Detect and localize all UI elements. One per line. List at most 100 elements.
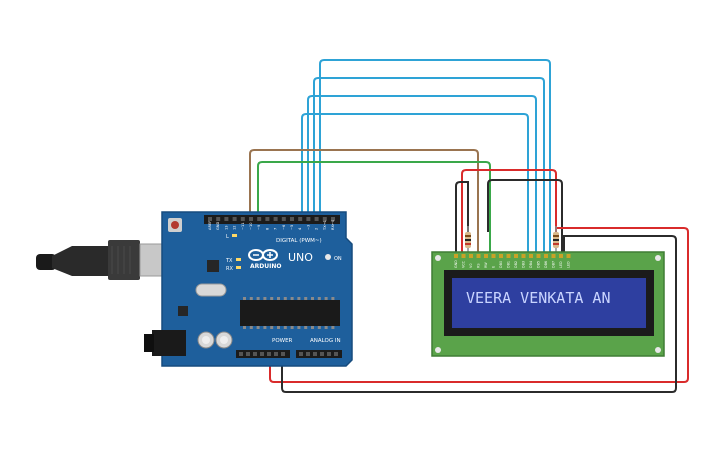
digital-pin-label: 12	[233, 225, 237, 230]
digital-pin[interactable]	[265, 217, 270, 221]
digital-pin[interactable]	[216, 217, 221, 221]
crystal-oscillator	[195, 283, 227, 297]
rx-led-label: RX	[226, 266, 233, 272]
power-pin[interactable]	[274, 352, 278, 356]
wire-blue-3	[313, 77, 545, 256]
chip-pin	[324, 297, 328, 300]
power-pin[interactable]	[260, 352, 264, 356]
lcd-pin[interactable]	[454, 254, 458, 258]
digital-pin-label: TX→1	[323, 220, 327, 231]
lcd-pin-label: DB3	[522, 261, 526, 268]
usb-cable	[36, 240, 171, 280]
power-pin[interactable]	[281, 352, 285, 356]
wire-blue-2	[307, 95, 537, 256]
analog-pin[interactable]	[299, 352, 303, 356]
lcd-pin[interactable]	[544, 254, 548, 258]
digital-pin[interactable]	[306, 217, 311, 221]
chip-pin	[243, 326, 246, 329]
digital-pin-label: ~5	[290, 225, 294, 230]
digital-pin[interactable]	[273, 217, 278, 221]
digital-pin[interactable]	[249, 217, 253, 221]
lcd-pin[interactable]	[551, 254, 556, 258]
power-pin[interactable]	[253, 352, 257, 356]
digital-pin[interactable]	[331, 217, 335, 221]
analog-label: ANALOG IN	[310, 338, 341, 344]
lcd-pin[interactable]	[461, 254, 466, 258]
wire-black-bottom	[281, 235, 677, 393]
digital-pin[interactable]	[281, 217, 286, 221]
digital-pin[interactable]	[322, 217, 327, 221]
lcd-pin[interactable]	[536, 254, 541, 258]
wire-red-bottom	[269, 227, 689, 383]
digital-pin-label: GND	[216, 222, 220, 230]
capacitors	[197, 331, 233, 349]
digital-pin-label: 13	[224, 225, 228, 230]
digital-pin[interactable]	[257, 217, 262, 221]
digital-pin[interactable]	[224, 217, 229, 221]
digital-pin-label: 4	[298, 227, 302, 230]
digital-header-label: DIGITAL (PWM~)	[276, 238, 322, 244]
chip-pin	[270, 326, 274, 329]
digital-header	[204, 215, 340, 224]
power-pin[interactable]	[246, 352, 250, 356]
chip-pin	[317, 326, 321, 329]
lcd-pin[interactable]	[521, 254, 526, 258]
lcd-pin[interactable]	[484, 254, 488, 258]
on-led-icon	[325, 254, 331, 260]
lcd-pin[interactable]	[506, 254, 511, 258]
chip-pin	[283, 297, 287, 300]
power-pin[interactable]	[267, 352, 271, 356]
chip-pin	[331, 297, 335, 300]
power-label: POWER	[272, 338, 293, 344]
arduino-logo	[248, 249, 278, 261]
power-pin[interactable]	[239, 352, 243, 356]
chip-pin	[324, 326, 328, 329]
digital-pin-label: ~9	[257, 224, 261, 230]
digital-pin[interactable]	[290, 217, 294, 221]
lcd-pin-label: VCC	[462, 260, 466, 268]
chip-pin	[311, 326, 314, 329]
chip-pin	[283, 326, 287, 329]
digital-pin-label: ~3	[306, 225, 310, 230]
usb-chip	[207, 260, 219, 272]
lcd-pin-label: DB2	[514, 261, 518, 268]
lcd-pin[interactable]	[476, 254, 481, 258]
digital-pin[interactable]	[314, 217, 319, 221]
lcd-pin-label: DB6	[544, 261, 548, 268]
digital-pin[interactable]	[232, 217, 237, 221]
digital-pin[interactable]	[208, 217, 212, 221]
lcd-pin[interactable]	[514, 254, 518, 258]
wire-green	[257, 161, 491, 256]
arduino-model: UNO	[288, 251, 313, 264]
analog-pin[interactable]	[327, 352, 331, 356]
analog-pin[interactable]	[306, 352, 310, 356]
lcd-pin[interactable]	[566, 254, 571, 258]
arduino-brand: ARDUINO	[250, 263, 281, 270]
lcd-pin-label: DB4	[529, 261, 533, 268]
analog-pin[interactable]	[320, 352, 324, 356]
lcd-pin[interactable]	[499, 254, 503, 258]
voltage-regulator	[178, 306, 188, 316]
digital-pin[interactable]	[298, 217, 303, 221]
digital-pin-label: 7	[274, 228, 278, 230]
digital-pin-label: ~11	[241, 222, 245, 230]
wire-blue-4	[319, 59, 551, 256]
lcd-pin[interactable]	[491, 254, 496, 258]
chip-pin	[290, 326, 294, 329]
lcd-pin-label: GND	[454, 260, 458, 268]
analog-pin[interactable]	[313, 352, 317, 356]
analog-pin[interactable]	[334, 352, 338, 356]
digital-pin-label: AREF	[208, 221, 212, 230]
lcd-pin[interactable]	[469, 254, 473, 258]
lcd-pin[interactable]	[529, 254, 533, 258]
digital-pin[interactable]	[240, 217, 245, 221]
lcd-pin[interactable]	[559, 254, 563, 258]
chip-pin	[304, 297, 308, 300]
wire-blue-1	[301, 113, 529, 256]
digital-pin-label: ~10	[249, 222, 253, 230]
chip-pin	[297, 326, 301, 329]
tx-led-label: TX	[225, 258, 233, 264]
atmega-chip	[240, 300, 340, 326]
